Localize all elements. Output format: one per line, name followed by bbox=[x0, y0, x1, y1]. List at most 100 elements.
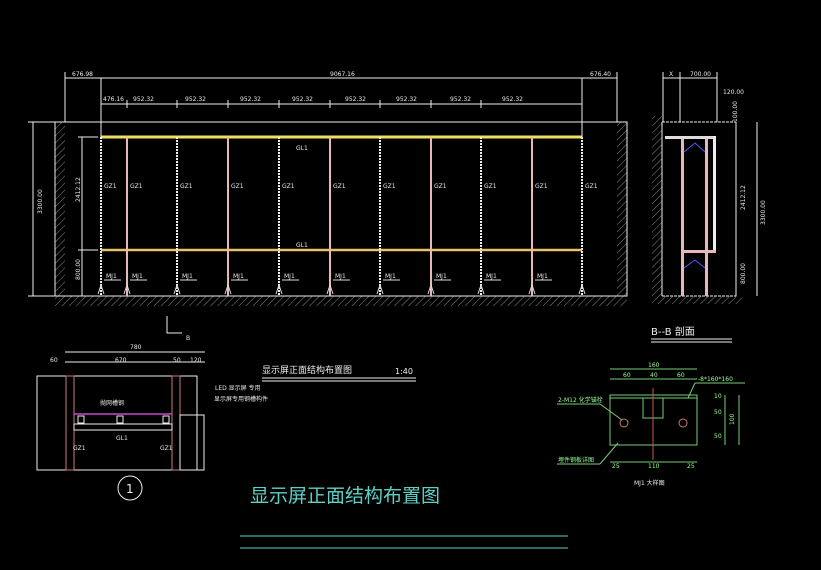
detail-beam bbox=[73, 423, 173, 431]
column-label: GZ1 bbox=[434, 183, 447, 190]
side-ground-hatch bbox=[652, 296, 742, 304]
dim-height-lower: 800.00 bbox=[75, 259, 82, 280]
embed-plate bbox=[97, 283, 105, 295]
leader-line bbox=[599, 442, 619, 465]
embed-label: MJ1 bbox=[335, 273, 346, 280]
dim-height-upper: 2412.12 bbox=[75, 177, 82, 202]
detail-note-member: 显示屏专用钢槽构件 bbox=[214, 395, 268, 403]
column-label: GZ1 bbox=[535, 183, 548, 190]
embed-label: MJ1 bbox=[106, 273, 117, 280]
dim-left: 676.98 bbox=[72, 71, 93, 78]
detail-note-channel: 抛网槽钢 bbox=[100, 399, 124, 407]
scale: 1:40 bbox=[395, 367, 413, 376]
side-dim-upper: 2412.12 bbox=[740, 185, 747, 210]
dim-total: 9067.16 bbox=[330, 71, 355, 78]
dim-height-total: 3300.00 bbox=[37, 189, 44, 214]
detail-dim-a: 60 bbox=[50, 357, 58, 364]
side-wall-hatch bbox=[652, 116, 662, 296]
plate-detail: 160 60 40 60 25 110 25 10 50 50 100 2-M1… bbox=[557, 362, 745, 487]
embed-plate bbox=[376, 283, 384, 295]
columns: GZ1MJ1GZ1MJ1GZ1MJ1GZ1MJ1GZ1MJ1GZ1MJ1GZ1M… bbox=[97, 137, 598, 296]
detail-dim-total: 780 bbox=[130, 344, 142, 351]
side-middle-beam bbox=[681, 250, 716, 253]
plate-title: MJ1 大样图 bbox=[634, 479, 665, 487]
right-wall-hatch bbox=[617, 122, 627, 296]
side-column bbox=[681, 139, 684, 296]
detail-column-label-left: GZ1 bbox=[73, 445, 86, 452]
leader-line bbox=[687, 382, 696, 399]
embed-plate bbox=[578, 283, 586, 295]
plate-note-plate: -8*160*160 bbox=[698, 376, 733, 383]
embed-label: MJ1 bbox=[284, 273, 295, 280]
side-section-title: B--B 剖面 bbox=[651, 325, 695, 338]
column-label: GZ1 bbox=[180, 183, 193, 190]
sub-dim: 952.32 bbox=[133, 96, 154, 103]
detail-side-box bbox=[179, 414, 205, 471]
embed-label: MJ1 bbox=[182, 273, 193, 280]
beam-label-top: GL1 bbox=[296, 145, 308, 152]
embed-plate bbox=[326, 283, 334, 295]
plate-dim-top-a: 60 bbox=[623, 372, 631, 379]
column-label: GZ1 bbox=[333, 183, 346, 190]
sub-dim: 952.32 bbox=[185, 96, 206, 103]
embed-label: MJ1 bbox=[385, 273, 396, 280]
plate-dim-side-total: 100 bbox=[729, 413, 736, 425]
embed-plate bbox=[477, 283, 485, 295]
column-label: GZ1 bbox=[383, 183, 396, 190]
beam-label-mid: GL1 bbox=[296, 242, 308, 249]
detail-block bbox=[77, 415, 85, 424]
side-dim-total: 3300.00 bbox=[760, 200, 767, 225]
dim-right: 676.40 bbox=[590, 71, 611, 78]
front-elevation: GZ1MJ1GZ1MJ1GZ1MJ1GZ1MJ1GZ1MJ1GZ1MJ1GZ1M… bbox=[28, 71, 628, 342]
side-dim-width: 700.00 bbox=[690, 71, 711, 78]
embed-label: MJ1 bbox=[436, 273, 447, 280]
plate-note-base: 埋件钢板详图 bbox=[558, 456, 594, 464]
column-label: GZ1 bbox=[585, 183, 598, 190]
detail-note-led: LED 显示屏 专用 bbox=[215, 384, 261, 392]
plate-dim-side-b: 50 bbox=[714, 409, 722, 416]
main-title: 显示屏正面结构布置图 bbox=[250, 485, 440, 507]
detail-dim-d: 120 bbox=[190, 357, 202, 364]
detail-column bbox=[65, 375, 75, 471]
side-dim-x: X bbox=[669, 71, 673, 78]
sub-dim: 952.32 bbox=[450, 96, 471, 103]
detail-column-label-right: GZ1 bbox=[160, 445, 173, 452]
column-label: GZ1 bbox=[282, 183, 295, 190]
detail-dim-b: 670 bbox=[115, 357, 127, 364]
column-label: GZ1 bbox=[104, 183, 117, 190]
leader-line bbox=[599, 403, 623, 421]
subtitle: 显示屏正面结构布置图 bbox=[262, 364, 352, 376]
plate-dim-top-b: 40 bbox=[650, 372, 658, 379]
side-dim-lower: 800.00 bbox=[740, 263, 747, 284]
side-column bbox=[705, 139, 708, 296]
sub-dim: 952.32 bbox=[396, 96, 417, 103]
left-wall-hatch bbox=[55, 122, 65, 296]
plate-dim-top-c: 60 bbox=[677, 372, 685, 379]
wall-outline bbox=[54, 121, 628, 297]
ground-hatch bbox=[55, 296, 627, 306]
sub-dim: 952.32 bbox=[502, 96, 523, 103]
detail-callout: 1 bbox=[126, 482, 134, 496]
column-label: GZ1 bbox=[231, 183, 244, 190]
detail-dim-c: 50 bbox=[173, 357, 181, 364]
side-bracing bbox=[683, 142, 706, 269]
embed-plate bbox=[528, 283, 536, 295]
section-mark bbox=[166, 316, 182, 334]
detail-block bbox=[116, 415, 124, 424]
side-screen-panel bbox=[713, 136, 716, 251]
detail-column bbox=[171, 375, 181, 471]
detail-outline bbox=[36, 375, 198, 471]
column-label: GZ1 bbox=[484, 183, 497, 190]
detail-callout-circle bbox=[117, 475, 143, 501]
column-label: GZ1 bbox=[130, 183, 143, 190]
sub-dim: 952.32 bbox=[240, 96, 261, 103]
plate-note-bolt: 2-M12 化学锚栓 bbox=[558, 396, 603, 404]
anchor-bolt-icon bbox=[678, 418, 688, 428]
side-dim-gap: 100.00 bbox=[732, 101, 739, 122]
plate-dim-side-c: 50 bbox=[714, 433, 722, 440]
detail-block bbox=[162, 415, 170, 424]
embed-plate bbox=[123, 283, 131, 295]
embed-plate bbox=[275, 283, 283, 295]
